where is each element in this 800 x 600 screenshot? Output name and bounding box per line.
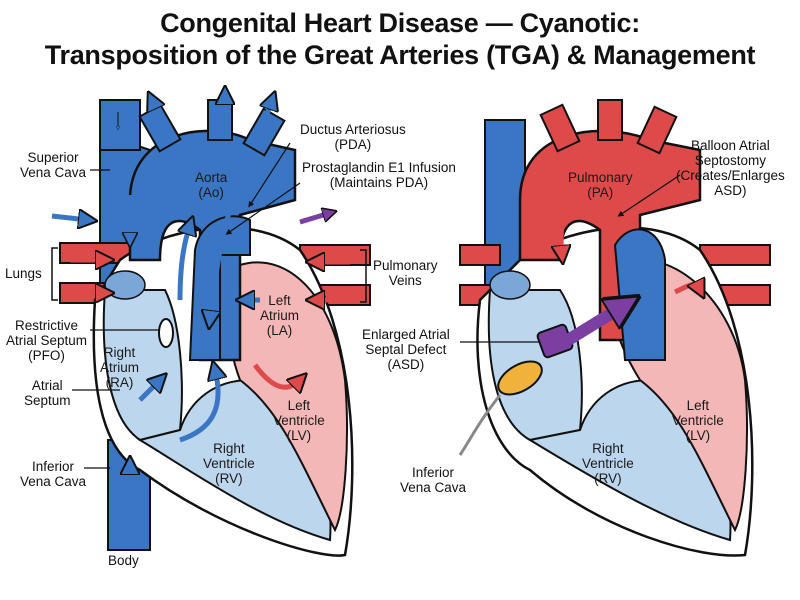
label-prostaglandin: Prostaglandin E1 Infusion(Maintains PDA) (302, 160, 456, 190)
label-ductus-arteriosus: Ductus Arteriosus(PDA) (300, 122, 406, 152)
label-pulmonary-artery: Pulmonary(PA) (568, 170, 633, 200)
label-lungs: Lungs (5, 266, 42, 281)
label-aorta: Aorta(Ao) (195, 170, 228, 200)
mixing-arrow (556, 305, 625, 351)
pulmonary-artery-vessel (518, 129, 702, 342)
title-line-2: Transposition of the Great Arteries (TGA… (44, 40, 756, 70)
restrictive-septum-marker (158, 318, 174, 348)
label-body: Body (108, 553, 139, 568)
left-heart (51, 95, 371, 557)
balloon-catheter (497, 360, 543, 396)
title-line-1: Congenital Heart Disease — Cyanotic: (160, 8, 640, 38)
right-heart (458, 99, 771, 557)
